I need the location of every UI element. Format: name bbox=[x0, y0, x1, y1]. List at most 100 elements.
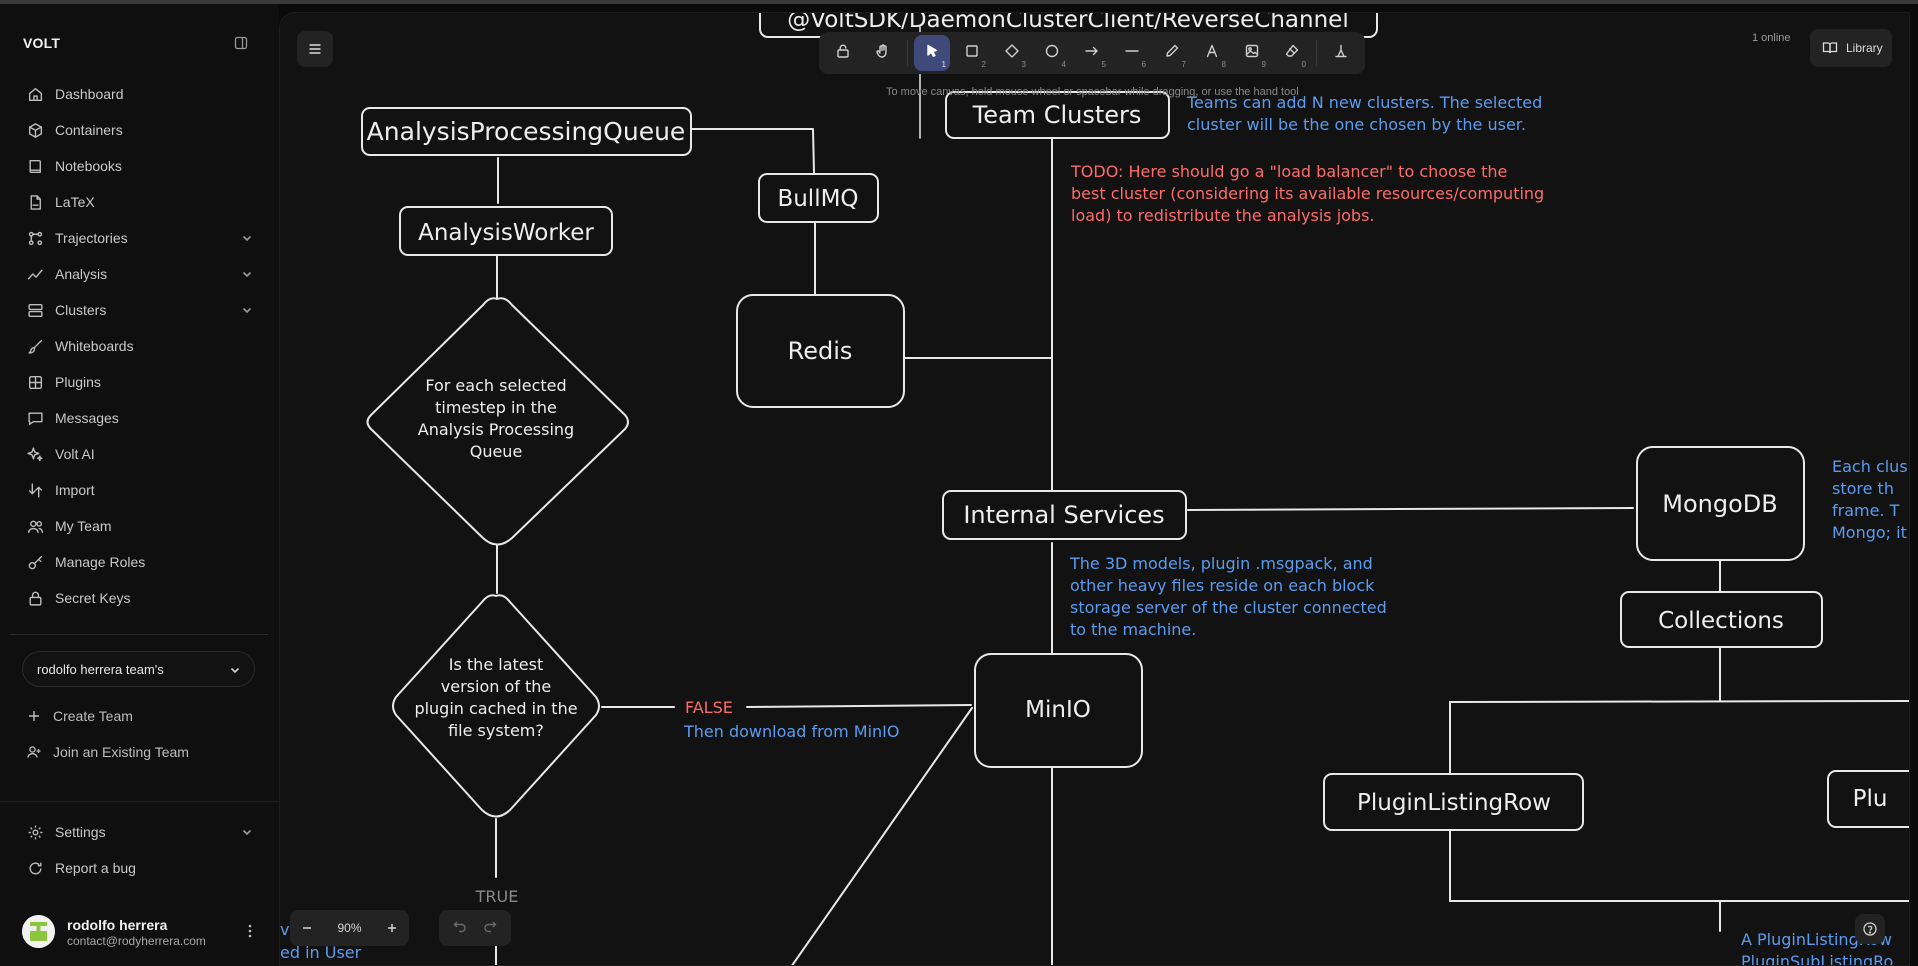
diamond-tool-button[interactable]: 3 bbox=[994, 35, 1030, 71]
sidebar-item-clusters[interactable]: Clusters bbox=[16, 292, 266, 328]
note-mongo-line: store th bbox=[1832, 479, 1894, 498]
user-profile[interactable]: rodolfo herrera contact@rodyherrera.com bbox=[22, 915, 262, 951]
pencil-tool-button[interactable]: 7 bbox=[1154, 35, 1190, 71]
image-icon bbox=[1244, 43, 1260, 64]
team-select-value: rodolfo herrera team's bbox=[37, 661, 164, 677]
sidebar-item-dashboard[interactable]: Dashboard bbox=[16, 76, 266, 112]
tool-shortcut-key: 6 bbox=[1141, 60, 1146, 69]
brush-icon bbox=[26, 337, 44, 355]
node-plugin-listing-row[interactable] bbox=[1323, 773, 1584, 831]
decision2-line: file system? bbox=[448, 721, 544, 740]
node-collections[interactable] bbox=[1620, 591, 1823, 648]
lock-tool-button[interactable] bbox=[825, 35, 861, 71]
note-todo-line: TODO: Here should go a "load balancer" t… bbox=[1070, 162, 1507, 181]
more-vertical-icon[interactable] bbox=[242, 923, 258, 939]
sidebar-item-latex[interactable]: LaTeX bbox=[16, 184, 266, 220]
sidebar-item-label: Analysis bbox=[55, 266, 108, 282]
sidebar-item-whiteboards[interactable]: Whiteboards bbox=[16, 328, 266, 364]
arrow-icon bbox=[1084, 43, 1100, 64]
sidebar-item-settings[interactable]: Settings bbox=[16, 814, 266, 850]
node-minio[interactable] bbox=[974, 653, 1143, 768]
sidebar-item-plugins[interactable]: Plugins bbox=[16, 364, 266, 400]
decision-plugin-cached[interactable] bbox=[392, 594, 600, 818]
diagram[interactable]: @VoltSDK/DaemonClusterClient/ReverseChan… bbox=[280, 13, 1910, 966]
image-tool-button[interactable]: 9 bbox=[1234, 35, 1270, 71]
sidebar-item-volt-ai[interactable]: Volt AI bbox=[16, 436, 266, 472]
whiteboard-canvas[interactable]: @VoltSDK/DaemonClusterClient/ReverseChan… bbox=[279, 12, 1910, 966]
selection-icon bbox=[924, 43, 940, 64]
rectangle-tool-button[interactable]: 2 bbox=[954, 35, 990, 71]
label-false: FALSE bbox=[685, 698, 733, 717]
node-bullmq[interactable] bbox=[758, 173, 879, 223]
hand-tool-button[interactable] bbox=[865, 35, 901, 71]
label-redis: Redis bbox=[788, 337, 853, 365]
redo-icon[interactable] bbox=[483, 919, 497, 938]
zoom-in-button[interactable] bbox=[375, 910, 409, 946]
join-team-button[interactable]: Join an Existing Team bbox=[26, 740, 189, 764]
decision-foreach-timestep[interactable] bbox=[366, 297, 629, 546]
sidebar-item-label: My Team bbox=[55, 518, 112, 534]
sidebar-collapse-icon[interactable] bbox=[233, 35, 249, 51]
node-team-clusters[interactable] bbox=[945, 91, 1170, 139]
zoom-level[interactable]: 90% bbox=[337, 921, 362, 935]
team-select[interactable]: rodolfo herrera team's bbox=[22, 651, 255, 687]
sidebar-item-messages[interactable]: Messages bbox=[16, 400, 266, 436]
undo-icon[interactable] bbox=[453, 919, 467, 938]
note-left-line: ed in User bbox=[280, 943, 362, 962]
main-menu-button[interactable] bbox=[297, 31, 333, 67]
node-analysis-worker[interactable] bbox=[399, 206, 613, 256]
node-analysis-queue[interactable] bbox=[361, 107, 692, 156]
node-internal-services[interactable] bbox=[942, 490, 1187, 540]
import-icon bbox=[26, 481, 44, 499]
message-icon bbox=[26, 409, 44, 427]
box-icon bbox=[26, 121, 44, 139]
chevron-down-icon bbox=[240, 825, 254, 839]
arrow-tool-button[interactable]: 5 bbox=[1074, 35, 1110, 71]
decision1-line: Queue bbox=[470, 442, 523, 461]
sidebar-item-secret-keys[interactable]: Secret Keys bbox=[16, 580, 266, 616]
tool-shortcut-key: 4 bbox=[1061, 60, 1066, 69]
note-minio-line: to the machine. bbox=[1070, 620, 1196, 639]
eraser-tool-button[interactable]: 0 bbox=[1274, 35, 1310, 71]
sidebar-item-my-team[interactable]: My Team bbox=[16, 508, 266, 544]
sparkles-icon bbox=[26, 445, 44, 463]
sidebar-item-report-bug[interactable]: Report a bug bbox=[16, 850, 266, 886]
sidebar-item-containers[interactable]: Containers bbox=[16, 112, 266, 148]
node-mongodb[interactable] bbox=[1636, 446, 1805, 561]
sidebar-item-manage-roles[interactable]: Manage Roles bbox=[16, 544, 266, 580]
help-button[interactable] bbox=[1855, 914, 1885, 944]
line-tool-button[interactable]: 6 bbox=[1114, 35, 1150, 71]
note-plugin-line: A PluginListingRow bbox=[1741, 930, 1892, 949]
sidebar-item-label: Settings bbox=[55, 824, 106, 840]
library-button[interactable]: Library bbox=[1810, 29, 1892, 67]
lock-icon bbox=[835, 43, 851, 64]
create-team-button[interactable]: Create Team bbox=[26, 704, 133, 728]
history-controls bbox=[439, 910, 511, 946]
tool-shortcut-key: 1 bbox=[941, 60, 946, 69]
tool-shortcut-key: 2 bbox=[981, 60, 986, 69]
node-redis[interactable] bbox=[736, 294, 905, 408]
sidebar-item-label: Volt AI bbox=[55, 446, 95, 462]
sidebar-item-label: Messages bbox=[55, 410, 119, 426]
label-internal-services: Internal Services bbox=[963, 501, 1164, 529]
sidebar-item-import[interactable]: Import bbox=[16, 472, 266, 508]
tool-shortcut-key: 0 bbox=[1301, 60, 1306, 69]
label-analysis-worker: AnalysisWorker bbox=[418, 220, 594, 246]
sidebar-item-analysis[interactable]: Analysis bbox=[16, 256, 266, 292]
note-todo-line: load) to redistribute the analysis jobs. bbox=[1071, 206, 1375, 225]
avatar bbox=[22, 915, 55, 948]
ellipse-tool-button[interactable]: 4 bbox=[1034, 35, 1070, 71]
selection-tool-button[interactable]: 1 bbox=[914, 35, 950, 71]
brand-logo[interactable]: VOLT bbox=[23, 35, 61, 51]
sidebar-item-label: Secret Keys bbox=[55, 590, 131, 606]
library-label: Library bbox=[1846, 41, 1883, 55]
sidebar-item-trajectories[interactable]: Trajectories bbox=[16, 220, 266, 256]
label-bullmq: BullMQ bbox=[777, 186, 858, 212]
zoom-out-button[interactable] bbox=[290, 910, 324, 946]
text-tool-button[interactable]: 8 bbox=[1194, 35, 1230, 71]
sidebar-item-notebooks[interactable]: Notebooks bbox=[16, 148, 266, 184]
node-plugin-cut[interactable] bbox=[1827, 770, 1910, 828]
decision1-line: timestep in the bbox=[435, 398, 557, 417]
extra-tools-tool-button[interactable] bbox=[1323, 35, 1359, 71]
